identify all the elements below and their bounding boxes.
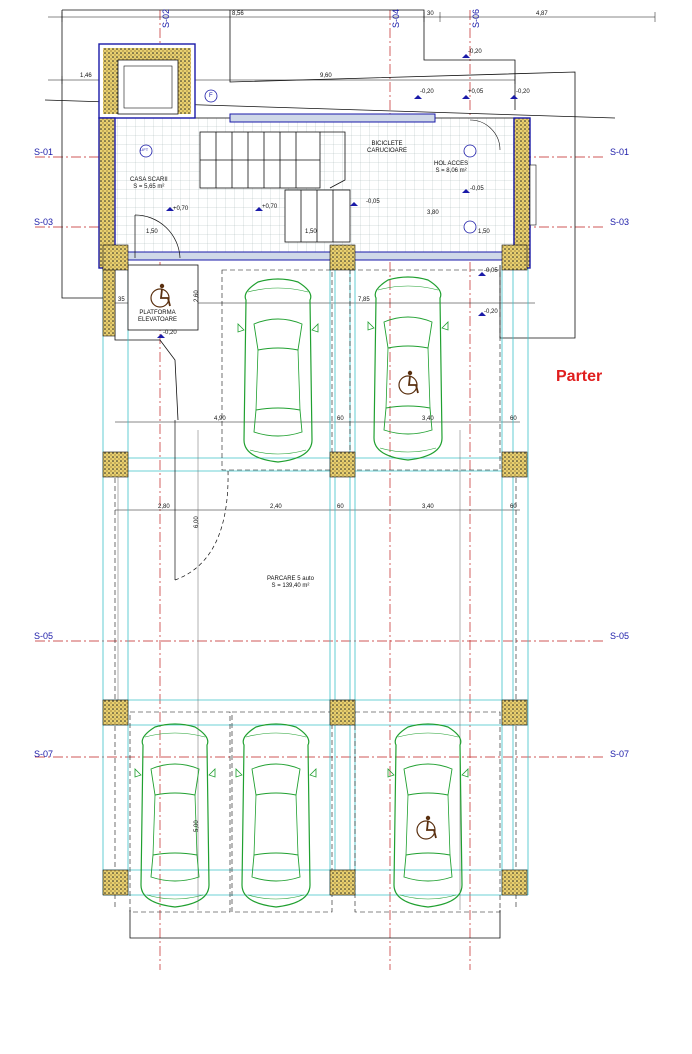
dimension-label: 1,50 xyxy=(305,229,317,235)
dimension-label: 60 xyxy=(510,416,517,422)
level-label: -0,20 xyxy=(484,309,498,315)
level-label: +0,70 xyxy=(173,206,189,212)
ramp-door-swing xyxy=(174,469,229,581)
dimension-label: 2,80 xyxy=(158,504,170,510)
dimension-label: 6,00 xyxy=(194,516,200,528)
section-axis-icon xyxy=(139,89,477,234)
dimension-label: 1,50 xyxy=(478,229,490,235)
axis-label-top: S-06 xyxy=(471,8,481,28)
room-label-platform: PLATFORMA ELEVATOARE xyxy=(138,310,177,324)
lift-tag: LIFT xyxy=(140,147,149,152)
room-area: S = 8,06 m² xyxy=(435,167,467,174)
room-name: ELEVATOARE xyxy=(138,316,178,323)
axis-label-left: S-03 xyxy=(34,217,54,227)
level-label: +0,70 xyxy=(262,204,278,210)
room-name: PLATFORMA xyxy=(139,310,176,316)
car-icon xyxy=(367,276,449,461)
car-icon xyxy=(387,723,469,908)
door-swing xyxy=(134,214,181,259)
axis-label-top: S-02 xyxy=(161,8,171,28)
room-label-stair: CASA SCARII S = 5,65 m² xyxy=(130,177,168,191)
dimension-label: 7,85 xyxy=(358,297,370,303)
dimension-label: 8,56 xyxy=(232,11,244,17)
room-label-parking: PARCARE 5 auto S = 139,40 m² xyxy=(267,576,314,590)
level-label: -0,20 xyxy=(420,89,434,95)
axis-label-right: S-01 xyxy=(610,147,630,157)
room-name: CARUCIOARE xyxy=(367,147,408,154)
axis-label-right: S-03 xyxy=(610,217,630,227)
level-label: -0,20 xyxy=(468,49,482,55)
accessible-icon xyxy=(398,369,419,395)
staircase-icon xyxy=(199,131,351,243)
site-outline xyxy=(44,9,616,939)
dimension-label: 3,40 xyxy=(422,416,434,422)
dimension-label: 2,40 xyxy=(270,504,282,510)
structural-column-icon xyxy=(102,244,528,896)
door-swing xyxy=(469,119,501,151)
room-label-bikes: BICICLETE CARUCIOARE xyxy=(367,141,407,155)
level-marker-icon xyxy=(157,54,518,338)
dimension-label: 5,00 xyxy=(194,820,200,832)
dimension-label: 60 xyxy=(510,504,517,510)
car-icon xyxy=(134,723,216,908)
dimension-label: 3,80 xyxy=(427,210,439,216)
level-label: -0,05 xyxy=(484,268,498,274)
axis-label-left: S-07 xyxy=(34,749,54,759)
dimension-label: 35 xyxy=(118,297,125,303)
dimension-label: 1,50 xyxy=(146,229,158,235)
f-tag: F xyxy=(209,93,213,99)
room-name: CASA SCARII xyxy=(130,177,168,183)
room-area: S = 5,65 m² xyxy=(133,183,165,190)
axis-label-right: S-05 xyxy=(610,631,630,641)
room-name: PARCARE 5 auto xyxy=(267,576,314,582)
level-label: +0,05 xyxy=(468,89,484,95)
axis-label-left: S-05 xyxy=(34,631,54,641)
car-icon xyxy=(237,278,319,463)
dimension-label: 9,60 xyxy=(320,73,332,79)
core-building xyxy=(98,43,537,269)
parking-slab-lines xyxy=(117,430,461,910)
accessible-icon xyxy=(416,814,437,840)
dimension-label: 1,46 xyxy=(80,73,92,79)
room-name: BICICLETE xyxy=(371,141,403,147)
level-label: -0,05 xyxy=(366,199,380,205)
room-area: S = 139,40 m² xyxy=(271,582,310,589)
dimension-label: 30 xyxy=(427,11,434,17)
parking-grid xyxy=(102,262,529,896)
dimension-label: 4,90 xyxy=(214,416,226,422)
level-label: -0,05 xyxy=(470,186,484,192)
dimension-label: 3,40 xyxy=(422,504,434,510)
axis-label-left: S-01 xyxy=(34,147,54,157)
level-label: -0,20 xyxy=(516,89,530,95)
axis-label-right: S-07 xyxy=(610,749,630,759)
axis-label-top: S-04 xyxy=(391,8,401,28)
room-name: HOL ACCES xyxy=(434,161,469,167)
car-icon xyxy=(235,723,317,908)
parking-bays xyxy=(114,269,517,913)
dimension-label: 60 xyxy=(337,416,344,422)
dimension-label: 60 xyxy=(337,504,344,510)
room-label-lobby: HOL ACCES S = 8,06 m² xyxy=(434,161,468,175)
level-label: -0,20 xyxy=(163,330,177,336)
sheet-title: Parter xyxy=(556,368,603,385)
dimension-label: 2,60 xyxy=(194,290,200,302)
dimension-label: 4,87 xyxy=(536,11,548,17)
